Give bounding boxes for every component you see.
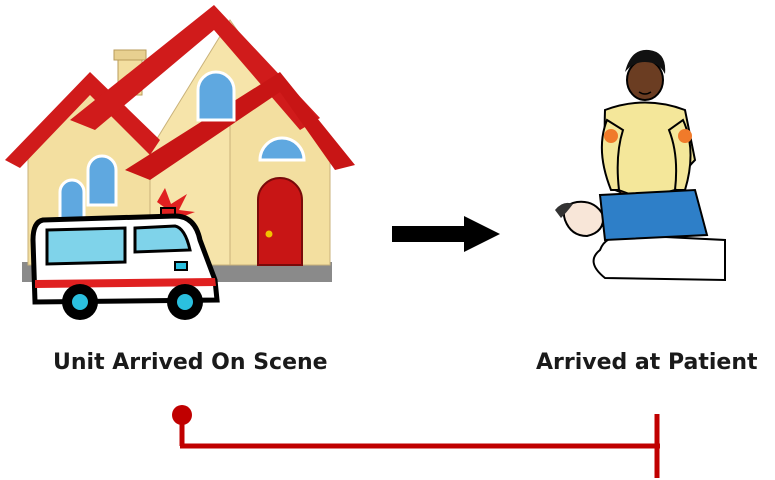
- arrived-at-patient-label: Arrived at Patient: [536, 350, 758, 375]
- ambulance-icon: [25, 180, 225, 330]
- unit-arrived-on-scene-label: Unit Arrived On Scene: [53, 350, 328, 375]
- timeline-bracket: [0, 400, 775, 480]
- arrow-right-icon: [392, 214, 512, 254]
- cpr-responder-icon: [545, 40, 745, 290]
- timeline-start-dot: [172, 405, 192, 425]
